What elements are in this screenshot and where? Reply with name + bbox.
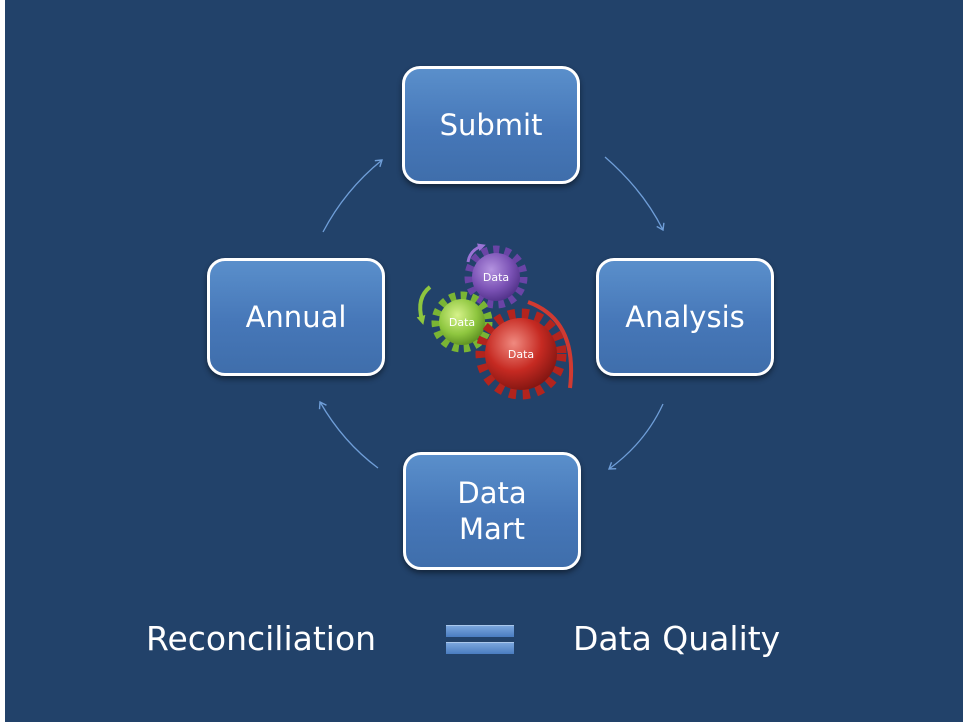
- analysis-node: Analysis: [596, 258, 774, 376]
- arrow-submit-to-analysis: [604, 156, 665, 232]
- analysis-node-label: Analysis: [625, 300, 745, 334]
- purple-gear: Data: [464, 243, 528, 309]
- green-gear: Data: [416, 285, 493, 353]
- data-mart-node-label-line2: Mart: [458, 512, 526, 546]
- submit-node-label: Submit: [439, 108, 543, 142]
- submit-node: Submit: [402, 66, 580, 184]
- gears-graphic: Data Data Data: [416, 243, 573, 400]
- cycle-arrows: [318, 156, 665, 470]
- equals-bar-bottom: [446, 642, 514, 654]
- arrow-annual-to-submit: [322, 159, 383, 233]
- green-gear-label: Data: [449, 316, 475, 329]
- equals-bar-top: [446, 625, 514, 637]
- reconciliation-label: Reconciliation: [146, 619, 377, 658]
- red-gear: Data: [475, 300, 573, 400]
- annual-node: Annual: [207, 258, 385, 376]
- data-mart-node: Data Mart: [403, 452, 581, 570]
- data-quality-label: Data Quality: [573, 619, 781, 658]
- data-mart-node-label-line1: Data: [457, 476, 527, 510]
- arrow-analysis-to-datamart: [607, 403, 664, 470]
- slide: Submit Analysis Data Mart Annual: [5, 0, 963, 722]
- annual-node-label: Annual: [245, 300, 347, 334]
- arrow-datamart-to-annual: [318, 400, 379, 469]
- red-gear-label: Data: [508, 348, 534, 361]
- purple-gear-label: Data: [483, 271, 509, 284]
- equals-sign-icon: [446, 625, 514, 655]
